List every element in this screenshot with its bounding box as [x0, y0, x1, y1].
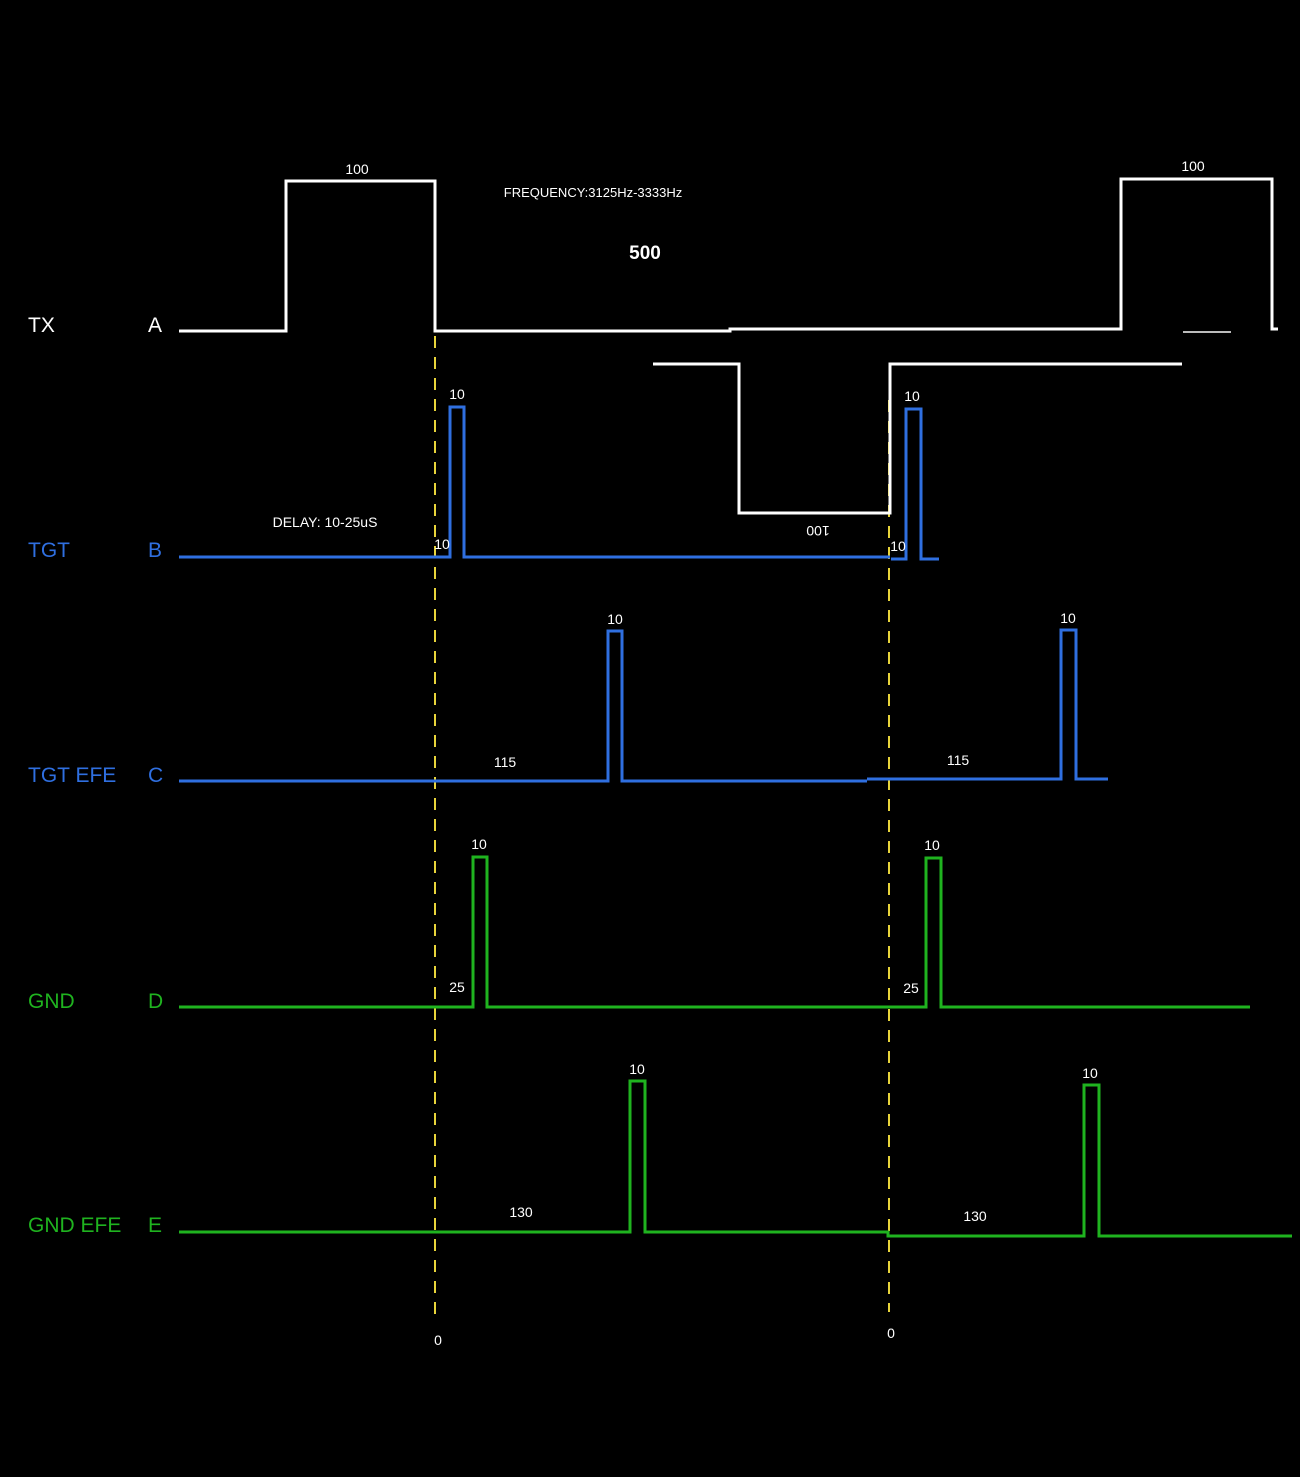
gnd-efe-width-label-2: 10: [1082, 1065, 1098, 1081]
delay-label: DELAY: 10-25uS: [273, 514, 378, 530]
tx-width-label-1: 100: [345, 161, 369, 177]
tgt-efe-width-label-2: 10: [1060, 610, 1076, 626]
gnd-waveform: [179, 855, 1250, 1009]
tgt-efe-width-label-1: 10: [607, 611, 623, 627]
signal-channel-e: E: [148, 1214, 162, 1237]
tgt-width-label-2: 10: [904, 388, 920, 404]
period-label: 500: [629, 243, 661, 264]
signal-name-tgt: TGT: [28, 539, 70, 562]
tx-waveform: [179, 177, 1278, 333]
frequency-label: FREQUENCY:3125Hz-3333Hz: [504, 185, 682, 200]
tx-inverted-waveform: [653, 362, 1182, 515]
signal-channel-b: B: [148, 539, 162, 562]
tgt-efe-delay-label-1: 115: [494, 754, 517, 770]
tgt-efe-waveform: [179, 628, 1108, 783]
signal-channel-c: C: [148, 764, 163, 787]
tgt-delay-label-2: 10: [890, 538, 906, 554]
signal-name-tx: TX: [28, 314, 55, 337]
gnd-delay-label-1: 25: [449, 979, 465, 995]
tgt-delay-label-1: 10: [434, 536, 450, 552]
signal-name-gnd: GND: [28, 990, 75, 1013]
gnd-efe-delay-label-1: 130: [509, 1204, 533, 1220]
tgt-efe-delay-label-2: 115: [947, 752, 970, 768]
tgt-width-label-1: 10: [449, 386, 465, 402]
origin-label-2: 0: [887, 1325, 895, 1341]
signal-channel-d: D: [148, 990, 163, 1013]
gnd-width-label-2: 10: [924, 837, 940, 853]
gnd-width-label-1: 10: [471, 836, 487, 852]
tx-width-label-2: 100: [1181, 158, 1205, 174]
signal-name-gnd-efe: GND EFE: [28, 1214, 121, 1237]
gnd-delay-label-2: 25: [903, 980, 919, 996]
gnd-efe-delay-label-2: 130: [963, 1208, 987, 1224]
tgt-waveform: [179, 405, 939, 561]
tx-inverted-width-label: 100: [806, 523, 830, 539]
gnd-efe-width-label-1: 10: [629, 1061, 645, 1077]
origin-label-1: 0: [434, 1332, 442, 1348]
signal-name-tgt-efe: TGT EFE: [28, 764, 116, 787]
signal-channel-a: A: [148, 314, 162, 337]
gnd-efe-waveform: [179, 1079, 1292, 1238]
